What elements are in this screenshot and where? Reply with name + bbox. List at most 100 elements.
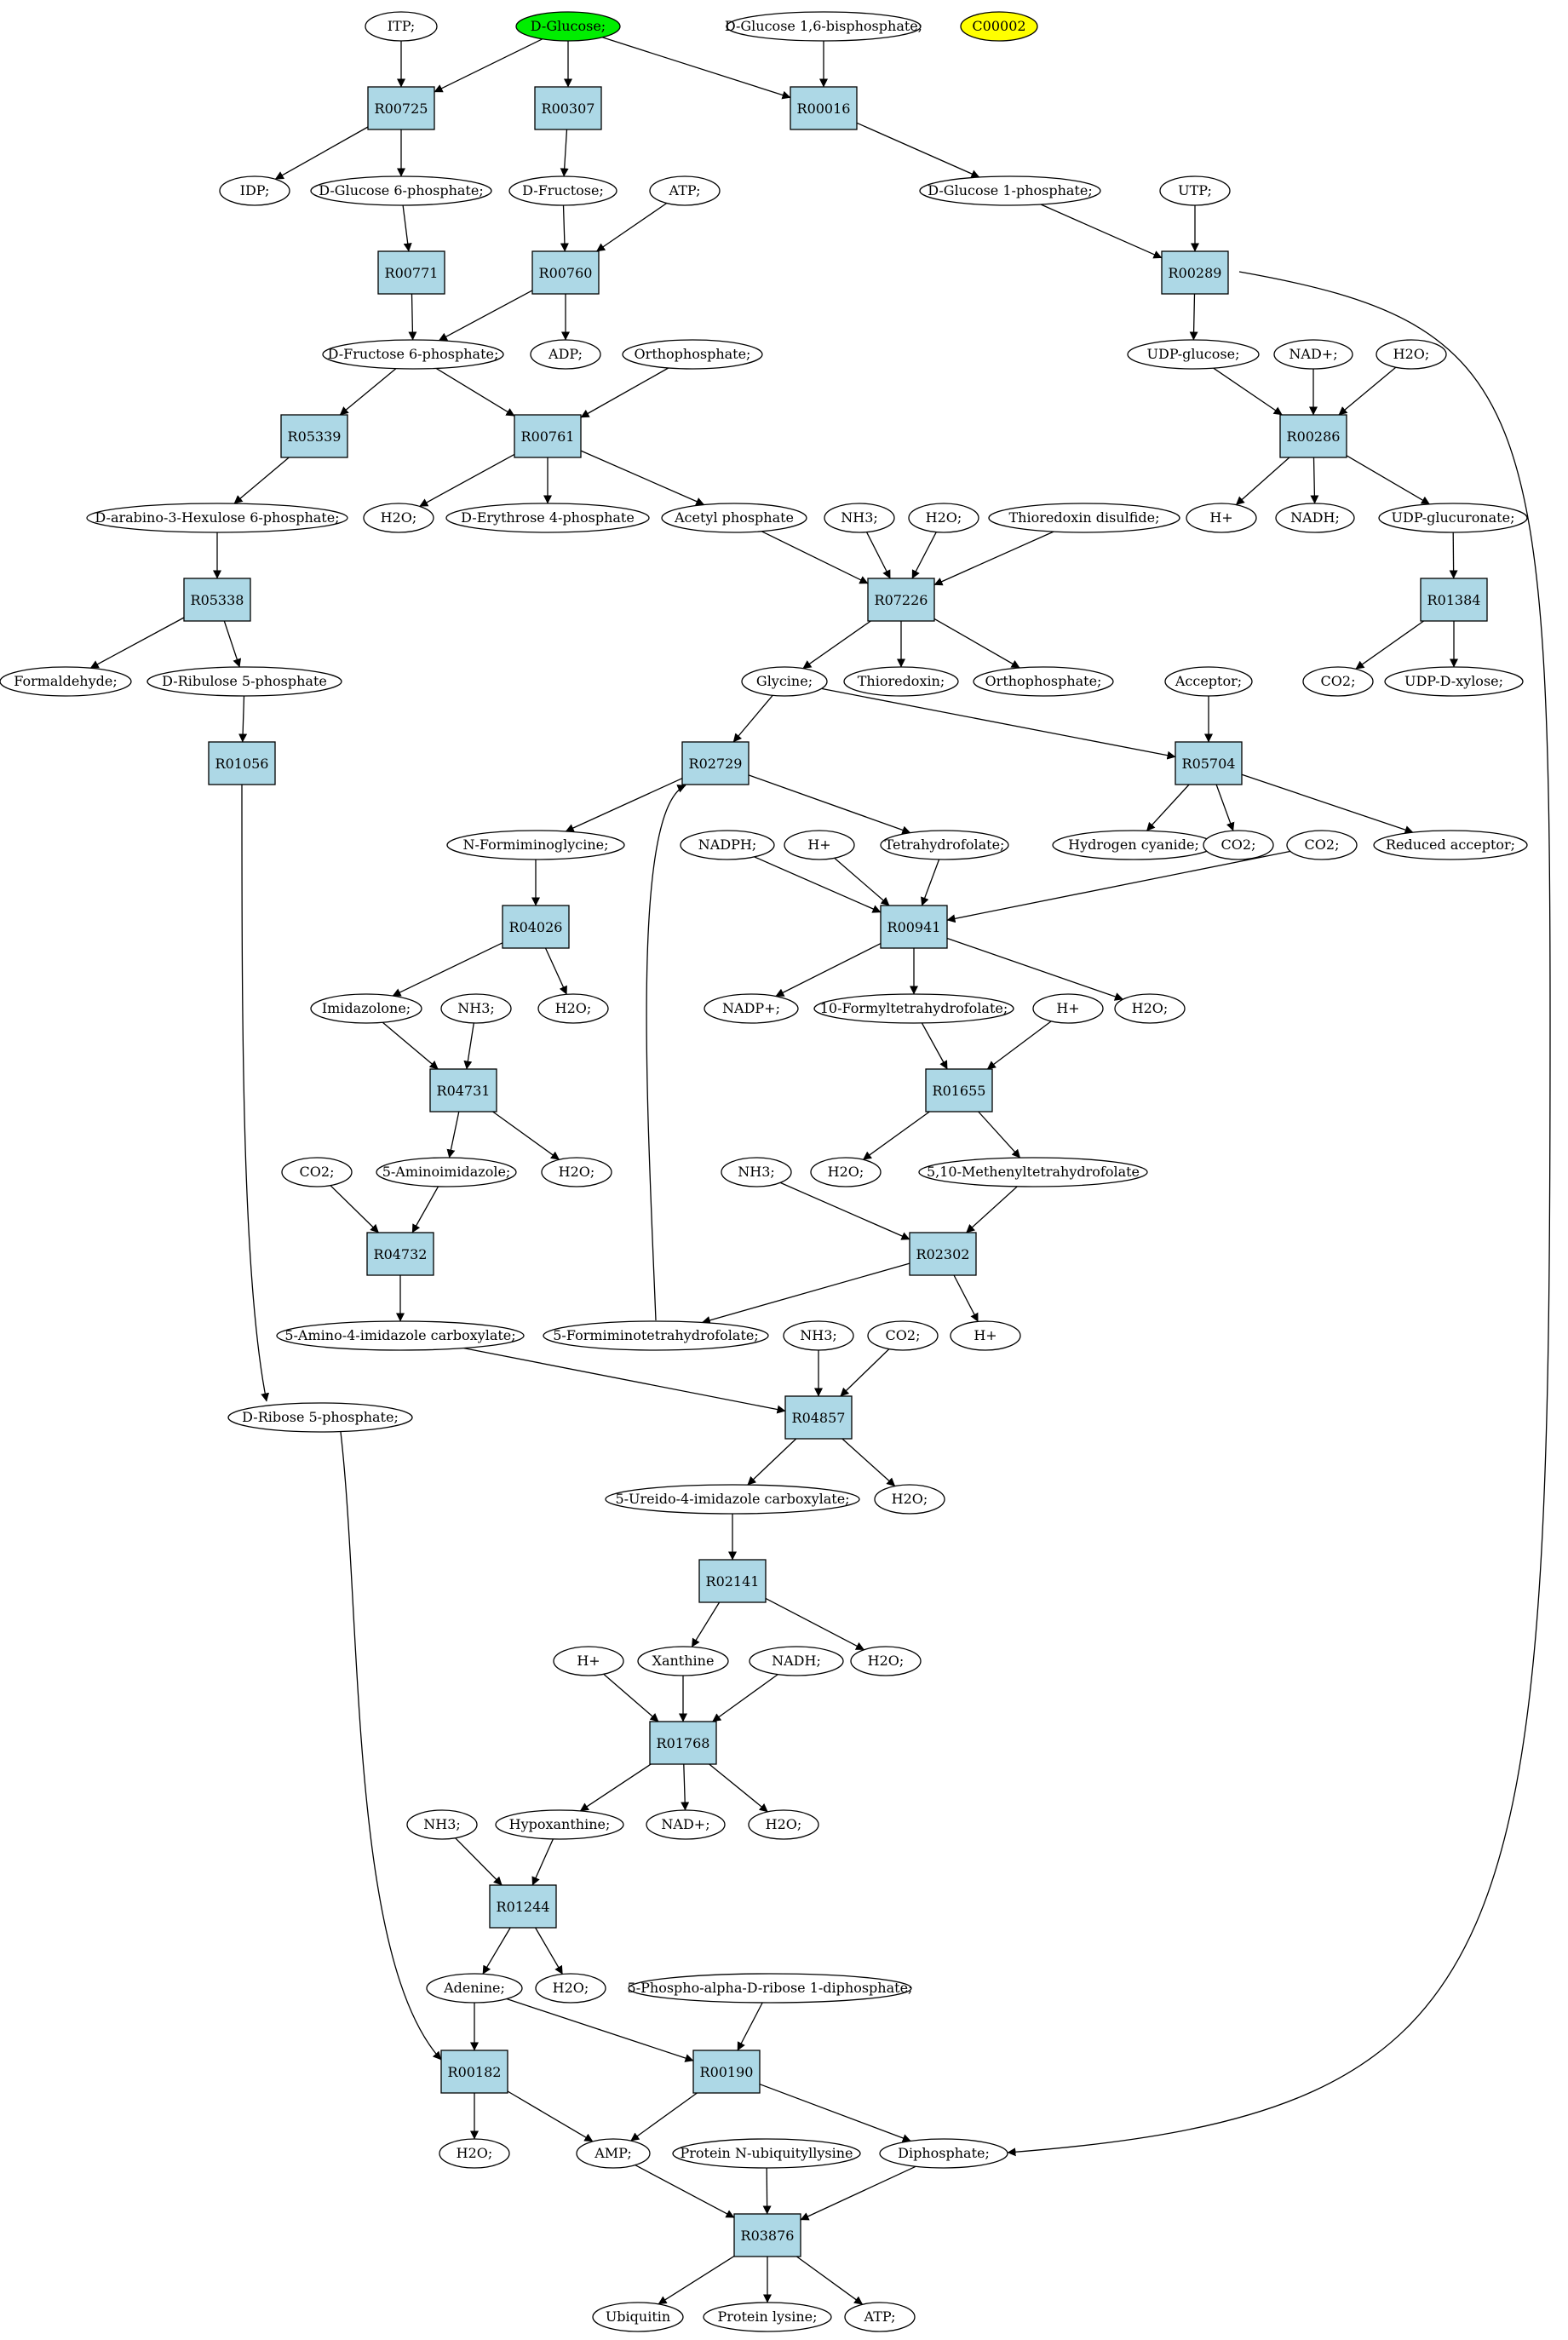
compound-ellipse: [672, 2138, 861, 2169]
compound-ellipse: [1273, 339, 1353, 370]
compound-label: NH3;: [738, 1164, 775, 1180]
compound-label: Diphosphate;: [898, 2145, 990, 2161]
compound-label: NADPH;: [698, 837, 757, 853]
compound-ellipse: [661, 503, 807, 533]
compound-label: Hypoxanthine;: [509, 1816, 611, 1832]
compound-ellipse: [1186, 503, 1257, 533]
compound-label: 5-Aminoimidazole;: [382, 1164, 511, 1180]
compound-label: D-arabino-3-Hexulose 6-phosphate;: [95, 509, 339, 526]
edge-fthf-to-R01655: [921, 1022, 948, 1070]
compound-label: D-Erythrose 4-phosphate: [461, 509, 635, 526]
reaction-node-R01056: R01056: [208, 741, 276, 785]
compound-node-h5: H+: [553, 1646, 624, 1676]
compound-ellipse: [227, 1402, 413, 1433]
edge-R01768-to-nad2: [681, 1763, 690, 1811]
reaction-label: R00941: [887, 919, 941, 935]
reaction-node-R01768: R01768: [649, 1721, 717, 1765]
edge-co24-to-R04732: [330, 1185, 379, 1233]
compound-label: CO2;: [1321, 673, 1356, 689]
compound-node-atp1: ATP;: [649, 175, 721, 206]
compound-node-redacc: Reduced acceptor;: [1373, 830, 1528, 860]
edge-thf-to-R00941: [921, 859, 940, 906]
reaction-label: R00190: [700, 2064, 754, 2080]
compound-label: Reduced acceptor;: [1386, 837, 1515, 853]
compound-label: 10-Formyltetrahydrofolate;: [820, 1000, 1008, 1016]
reaction-label: R04732: [374, 1246, 428, 1262]
edge-h5-to-R01768: [603, 1673, 659, 1722]
compound-node-xan: Xanthine: [637, 1646, 729, 1676]
compound-label: D-Glucose;: [531, 18, 606, 34]
reaction-box: [1161, 250, 1229, 295]
reaction-box: [867, 578, 935, 622]
compound-node-f6p: D-Fructose 6-phosphate;: [322, 339, 504, 370]
compound-label: ITP;: [388, 18, 416, 34]
reaction-label: R07226: [875, 592, 928, 608]
reaction-box: [1175, 741, 1243, 785]
edge-atp1-to-R00760: [596, 202, 668, 252]
edge-R00016-to-g1p: [856, 122, 980, 178]
reaction-label: R01056: [215, 756, 269, 772]
reaction-label: R05338: [191, 592, 244, 608]
edge-nh35-to-R01244: [455, 1837, 503, 1886]
compound-node-co24: CO2;: [281, 1157, 353, 1187]
compound-node-co25: CO2;: [867, 1320, 939, 1351]
compound-ellipse: [281, 1157, 353, 1187]
compound-ellipse: [592, 2302, 684, 2332]
compound-ellipse: [813, 993, 1014, 1024]
compound-label: H2O;: [868, 1653, 905, 1669]
edge-nh31-to-R07226: [865, 532, 891, 579]
compound-label: Acetyl phosphate: [674, 509, 794, 526]
compound-label: D-Glucose 1-phosphate;: [928, 182, 1092, 198]
edge-R00941-to-nadp: [775, 943, 882, 998]
compound-label: H+: [807, 837, 830, 853]
reaction-node-R00761: R00761: [514, 414, 582, 458]
edge-R00761-to-h2o2: [419, 453, 515, 507]
compound-ellipse: [649, 175, 721, 206]
compound-ellipse: [741, 666, 828, 697]
compound-node-glc: D-Glucose;: [515, 11, 621, 42]
compound-ellipse: [1384, 666, 1524, 697]
compound-label: Protein lysine;: [717, 2308, 817, 2325]
compound-node-gly: Glycine;: [741, 666, 828, 697]
compound-label: Formaldehyde;: [14, 673, 118, 689]
compound-label: H+: [1209, 509, 1232, 526]
compound-label: CO2;: [1305, 837, 1340, 853]
reaction-label: R01768: [657, 1735, 710, 1751]
compound-node-h2o8: H2O;: [874, 1484, 945, 1515]
compound-label: Thioredoxin;: [858, 673, 945, 689]
compound-node-ppi: Diphosphate;: [879, 2138, 1008, 2169]
compound-label: H2O;: [1132, 1000, 1169, 1016]
compound-node-nh32: NH3;: [440, 993, 512, 1024]
edge-g6p-to-R00771: [402, 204, 412, 252]
compound-ellipse: [810, 1157, 882, 1187]
compound-ellipse: [322, 339, 504, 370]
reaction-node-R00190: R00190: [692, 2050, 761, 2094]
compound-node-prpp: 5-Phospho-alpha-D-ribose 1-diphosphate;: [628, 1973, 912, 2004]
reaction-box: [698, 1559, 767, 1603]
compound-node-atp2: ATP;: [844, 2302, 916, 2332]
compound-label: CO2;: [1221, 837, 1256, 853]
edge-udpgluc-to-R01384: [1449, 532, 1458, 579]
reaction-node-R00289: R00289: [1161, 250, 1229, 295]
compound-label: Protein N-ubiquityllysine: [680, 2145, 853, 2161]
edge-R00307-to-fru: [560, 129, 569, 177]
reaction-box: [784, 1395, 853, 1440]
reaction-box: [790, 86, 858, 130]
compound-label: H+: [1056, 1000, 1079, 1016]
compound-label: Hydrogen cyanide;: [1068, 837, 1199, 853]
compound-label: H2O;: [559, 1164, 595, 1180]
reaction-label: R03876: [741, 2228, 795, 2244]
compound-ellipse: [1114, 993, 1186, 1024]
compound-ellipse: [553, 1646, 624, 1676]
edge-fru-to-R00760: [560, 204, 569, 252]
compound-label: H2O;: [926, 509, 962, 526]
edge-nadh2-to-R01768: [712, 1674, 778, 1722]
compound-label: ATP;: [669, 182, 701, 198]
compound-node-utp: UTP;: [1159, 175, 1231, 206]
edge-f6p-to-R00761: [435, 367, 515, 417]
reaction-node-R00307: R00307: [534, 86, 602, 130]
reaction-node-R05338: R05338: [183, 578, 251, 622]
compound-label: NAD+;: [661, 1816, 709, 1832]
compound-ellipse: [1376, 339, 1447, 370]
edge-aiz-to-R04732: [411, 1186, 439, 1233]
